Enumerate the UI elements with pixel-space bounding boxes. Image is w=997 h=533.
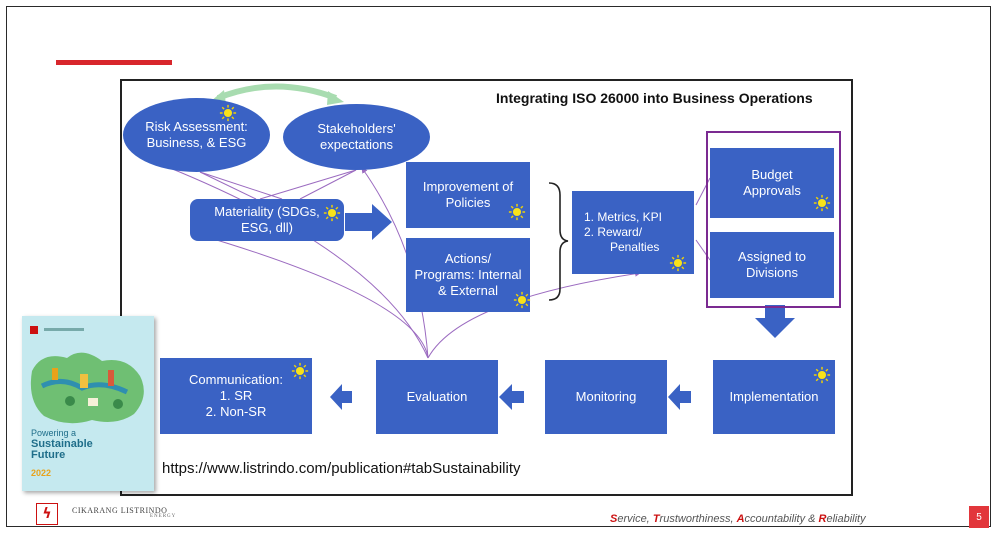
stakeholders-oval: Stakeholders' expectations xyxy=(283,104,430,170)
tagline-initial: S xyxy=(610,513,618,525)
diagram-title: Integrating ISO 26000 into Business Oper… xyxy=(496,90,813,106)
evaluation-label: Evaluation xyxy=(406,389,468,404)
report-cover-title: Powering a Sustainable Future xyxy=(31,428,93,461)
risk-assessment-label: Risk Assessment: Business, & ESG xyxy=(145,119,248,150)
red-accent-bar xyxy=(56,60,172,65)
brace-icon xyxy=(548,182,569,301)
arrow-left-icon xyxy=(330,384,352,410)
arrow-right-icon xyxy=(345,204,392,240)
improvement-label: Improvement of Policies xyxy=(422,179,514,210)
tagline-word: ervice, xyxy=(617,513,653,525)
tagline-word: ccountability & xyxy=(744,513,819,525)
communication-item-1: 1. SR xyxy=(219,388,253,403)
monitoring-label: Monitoring xyxy=(575,389,637,404)
monitoring-box: Monitoring xyxy=(545,360,667,434)
risk-assessment-oval: Risk Assessment: Business, & ESG xyxy=(123,98,270,172)
assigned-box: Assigned to Divisions xyxy=(710,232,834,298)
tagline-initial: R xyxy=(818,513,827,525)
stakeholders-label: Stakeholders' expectations xyxy=(317,121,396,152)
slide-frame xyxy=(6,6,991,527)
company-tagline: Service, Trustworthiness, Accountability… xyxy=(610,513,866,525)
tagline-word: eliability xyxy=(826,513,866,525)
arrow-left-icon xyxy=(499,384,524,410)
report-cover-title-line: Sustainable xyxy=(31,438,93,450)
assigned-label: Assigned to Divisions xyxy=(738,249,806,280)
sun-icon xyxy=(813,194,831,212)
evaluation-box: Evaluation xyxy=(376,360,498,434)
metrics-item-1: 1. Metrics, KPI xyxy=(584,210,663,224)
company-subname: ENERGY xyxy=(150,514,177,519)
report-cover-title-line: Future xyxy=(31,449,66,461)
sun-icon xyxy=(323,204,341,222)
sun-icon xyxy=(669,254,687,272)
company-logo-icon: ϟ xyxy=(36,503,58,525)
sun-icon xyxy=(813,366,831,384)
arrow-down-icon xyxy=(755,305,795,338)
tagline-word: rustworthiness, xyxy=(659,513,737,525)
approval-frame xyxy=(706,131,841,308)
tagline-initial: A xyxy=(736,513,745,525)
communication-title: Communication: xyxy=(189,372,283,387)
actions-label: Actions/ Programs: Internal & External xyxy=(414,251,522,298)
implementation-box: Implementation xyxy=(713,360,835,434)
implementation-label: Implementation xyxy=(729,389,819,404)
publication-link[interactable]: https://www.listrindo.com/publication#ta… xyxy=(162,460,521,477)
arrow-left-icon xyxy=(668,384,691,410)
improvement-box: Improvement of Policies xyxy=(406,162,530,228)
metrics-item-3: Penalties xyxy=(610,240,660,254)
metrics-item-2: 2. Reward/ xyxy=(584,225,643,239)
sun-icon xyxy=(219,104,237,122)
sun-icon xyxy=(291,362,309,380)
company-name: CIKARANG LISTRINDO xyxy=(72,506,168,515)
page-number: 5 xyxy=(969,506,989,528)
report-cover-year: 2022 xyxy=(31,468,52,478)
report-cover-title-line: Powering a xyxy=(31,428,77,438)
communication-item-2: 2. Non-SR xyxy=(205,404,267,419)
communication-box: Communication: 1. SR 2. Non-SR xyxy=(160,358,312,434)
sun-icon xyxy=(508,203,526,221)
actions-box: Actions/ Programs: Internal & External xyxy=(406,238,530,312)
report-cover-illustration xyxy=(22,316,154,491)
materiality-label: Materiality (SDGs, ESG, dll) xyxy=(214,204,320,235)
double-arrow-icon xyxy=(216,83,338,101)
budget-label: Budget Approvals xyxy=(743,167,801,198)
budget-box: Budget Approvals xyxy=(710,148,834,218)
materiality-box: Materiality (SDGs, ESG, dll) xyxy=(190,199,344,241)
metrics-box: 1. Metrics, KPI 2. Reward/ Penalties xyxy=(572,191,694,274)
sun-icon xyxy=(513,291,531,309)
report-cover-image: Powering a Sustainable Future 2022 xyxy=(22,316,154,491)
tagline-initial: T xyxy=(652,513,660,525)
